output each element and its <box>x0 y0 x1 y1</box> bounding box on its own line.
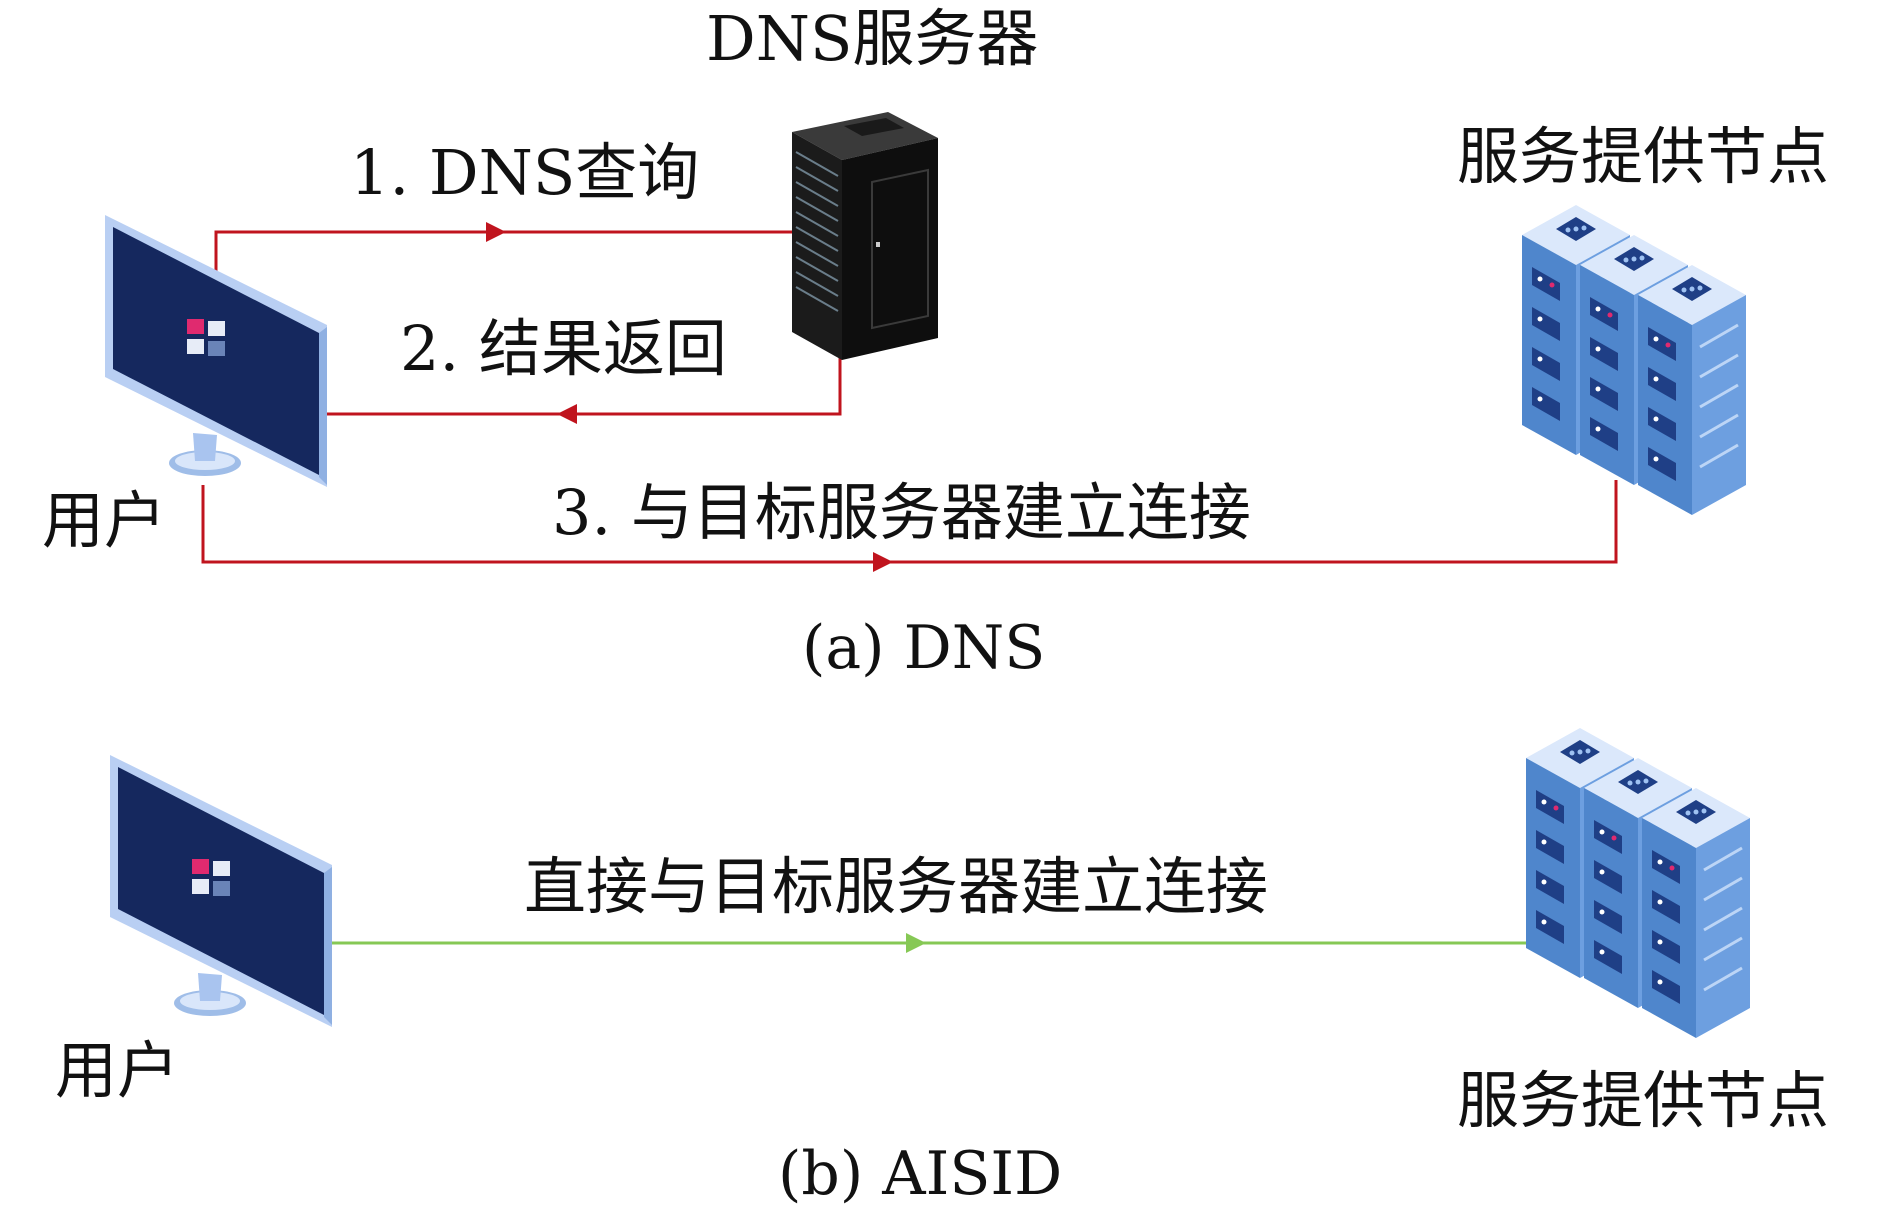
step2-result-return-label: 2. 结果返回 <box>400 312 727 385</box>
user-label: 用户 <box>42 484 167 557</box>
server-rack-icon <box>791 111 939 361</box>
step1-dns-query-label: 1. DNS查询 <box>350 136 700 209</box>
direct-connect-label: 直接与目标服务器建立连接 <box>524 850 1269 923</box>
step3-connect-label: 3. 与目标服务器建立连接 <box>552 476 1251 549</box>
caption-b: (b) AISID <box>778 1139 1063 1209</box>
result-return-arrowhead <box>557 404 577 424</box>
server-cluster-icon <box>1526 728 1750 1038</box>
service-node-label: 服务提供节点 <box>1457 120 1830 193</box>
server-cluster-icon <box>1522 205 1746 515</box>
caption-a: (a) DNS <box>802 613 1046 683</box>
connect-target-arrow <box>201 480 1618 564</box>
service-node-label: 服务提供节点 <box>1457 1064 1830 1137</box>
connect-target-arrowhead <box>873 552 893 572</box>
result-return-arrow <box>325 347 842 416</box>
dns-query-arrowhead <box>486 222 506 242</box>
dns-query-arrow <box>214 230 795 275</box>
user-label: 用户 <box>55 1034 180 1107</box>
direct-connect-arrowhead <box>906 933 926 953</box>
dns-server-label: DNS服务器 <box>706 2 1039 75</box>
monitor-icon <box>110 755 332 1027</box>
